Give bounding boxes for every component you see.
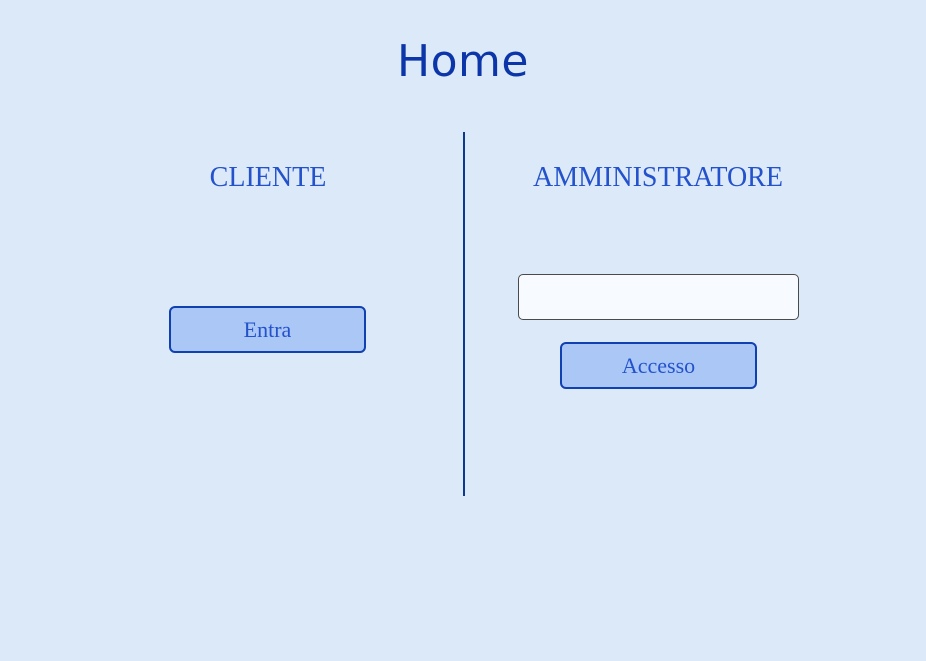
entra-button[interactable]: Entra (169, 306, 366, 353)
page-title: Home (397, 36, 529, 87)
section-divider (463, 132, 465, 496)
admin-access-input[interactable] (518, 274, 799, 320)
amministratore-heading: AMMINISTRATORE (533, 162, 783, 193)
cliente-heading: CLIENTE (209, 162, 327, 193)
accesso-button[interactable]: Accesso (560, 342, 757, 389)
